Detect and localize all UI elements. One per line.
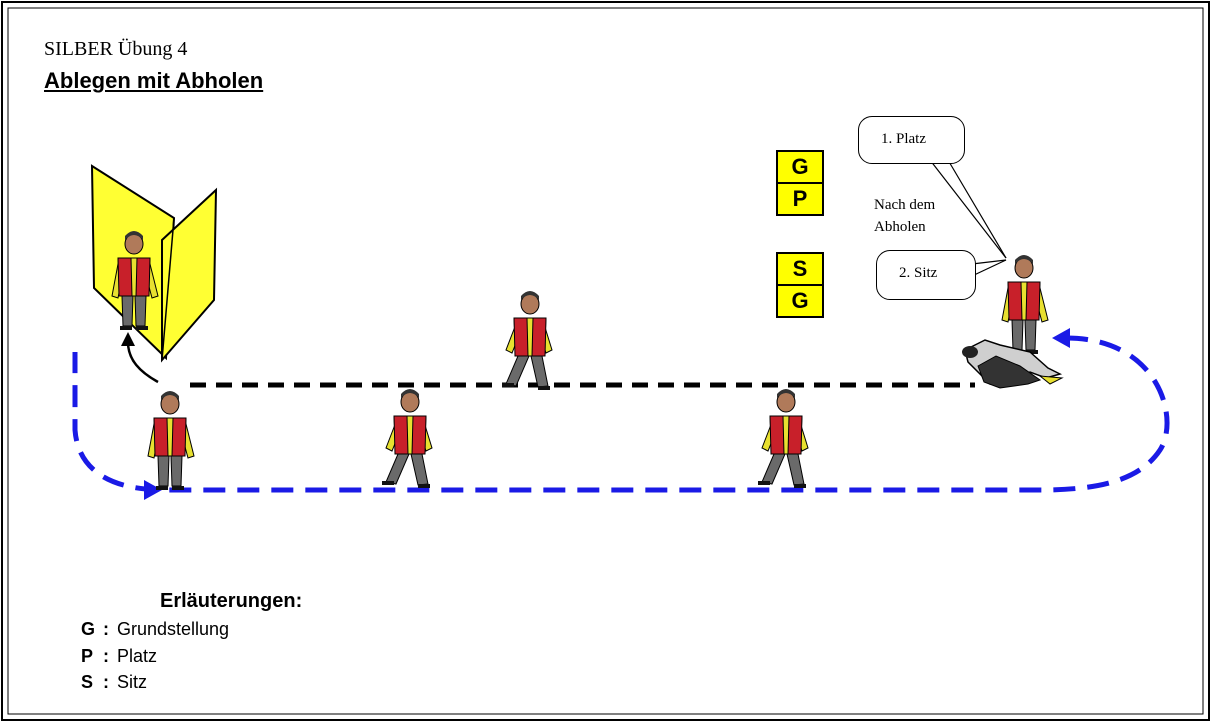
sign-platz: P xyxy=(776,182,824,216)
loop-arrowhead-start xyxy=(1052,328,1070,348)
bubble-text: 1. Platz xyxy=(881,131,926,147)
legend-item: S: Sitz xyxy=(81,672,147,693)
handler-walking-1 xyxy=(381,388,433,489)
hiding-screen xyxy=(90,164,218,363)
legend-key: P xyxy=(81,646,94,666)
legend-separator: : xyxy=(103,672,109,692)
page-title: Ablegen mit Abholen xyxy=(44,68,264,93)
bubble1-tail xyxy=(929,159,1007,259)
sign-grundstellung: G xyxy=(776,150,824,184)
bubble1-tail-2 xyxy=(947,159,1007,259)
handler-walking-3 xyxy=(757,388,809,489)
legend-key: G xyxy=(81,619,96,639)
legend-item: G: Grundstellung xyxy=(81,619,229,640)
handler-with-dog xyxy=(1001,254,1049,355)
into-hiding-arrow xyxy=(126,341,159,384)
legend-label: Sitz xyxy=(117,672,148,692)
legend-label: Platz xyxy=(117,646,158,666)
loop-arrowhead-end xyxy=(144,480,162,500)
bubble2-tail xyxy=(971,259,1007,265)
handler-start xyxy=(147,390,195,491)
speech-bubble-first-command: 1. Platz xyxy=(858,116,965,164)
legend-separator: : xyxy=(103,646,109,666)
into-hiding-arrowhead xyxy=(121,332,135,346)
legend-item: P: Platz xyxy=(81,646,157,667)
speech-bubble-second-command: 2. Sitz xyxy=(876,250,976,300)
after-pickup-note: Nach dem Abholen xyxy=(874,197,936,235)
dog-group-icon xyxy=(962,339,1064,389)
legend-key: S xyxy=(81,672,94,692)
bubble2-tail-2 xyxy=(971,259,1007,277)
legend-separator: : xyxy=(103,619,109,639)
sign-grundstellung-2: G xyxy=(776,284,824,318)
exercise-header: SILBER Übung 4 xyxy=(44,38,188,60)
sign-sitz: S xyxy=(776,252,824,286)
legend-label: Grundstellung xyxy=(117,619,230,639)
bubble-text: 2. Sitz xyxy=(899,265,938,281)
legend-title: Erläuterungen: xyxy=(160,590,303,612)
handler-walking-2 xyxy=(501,290,553,391)
